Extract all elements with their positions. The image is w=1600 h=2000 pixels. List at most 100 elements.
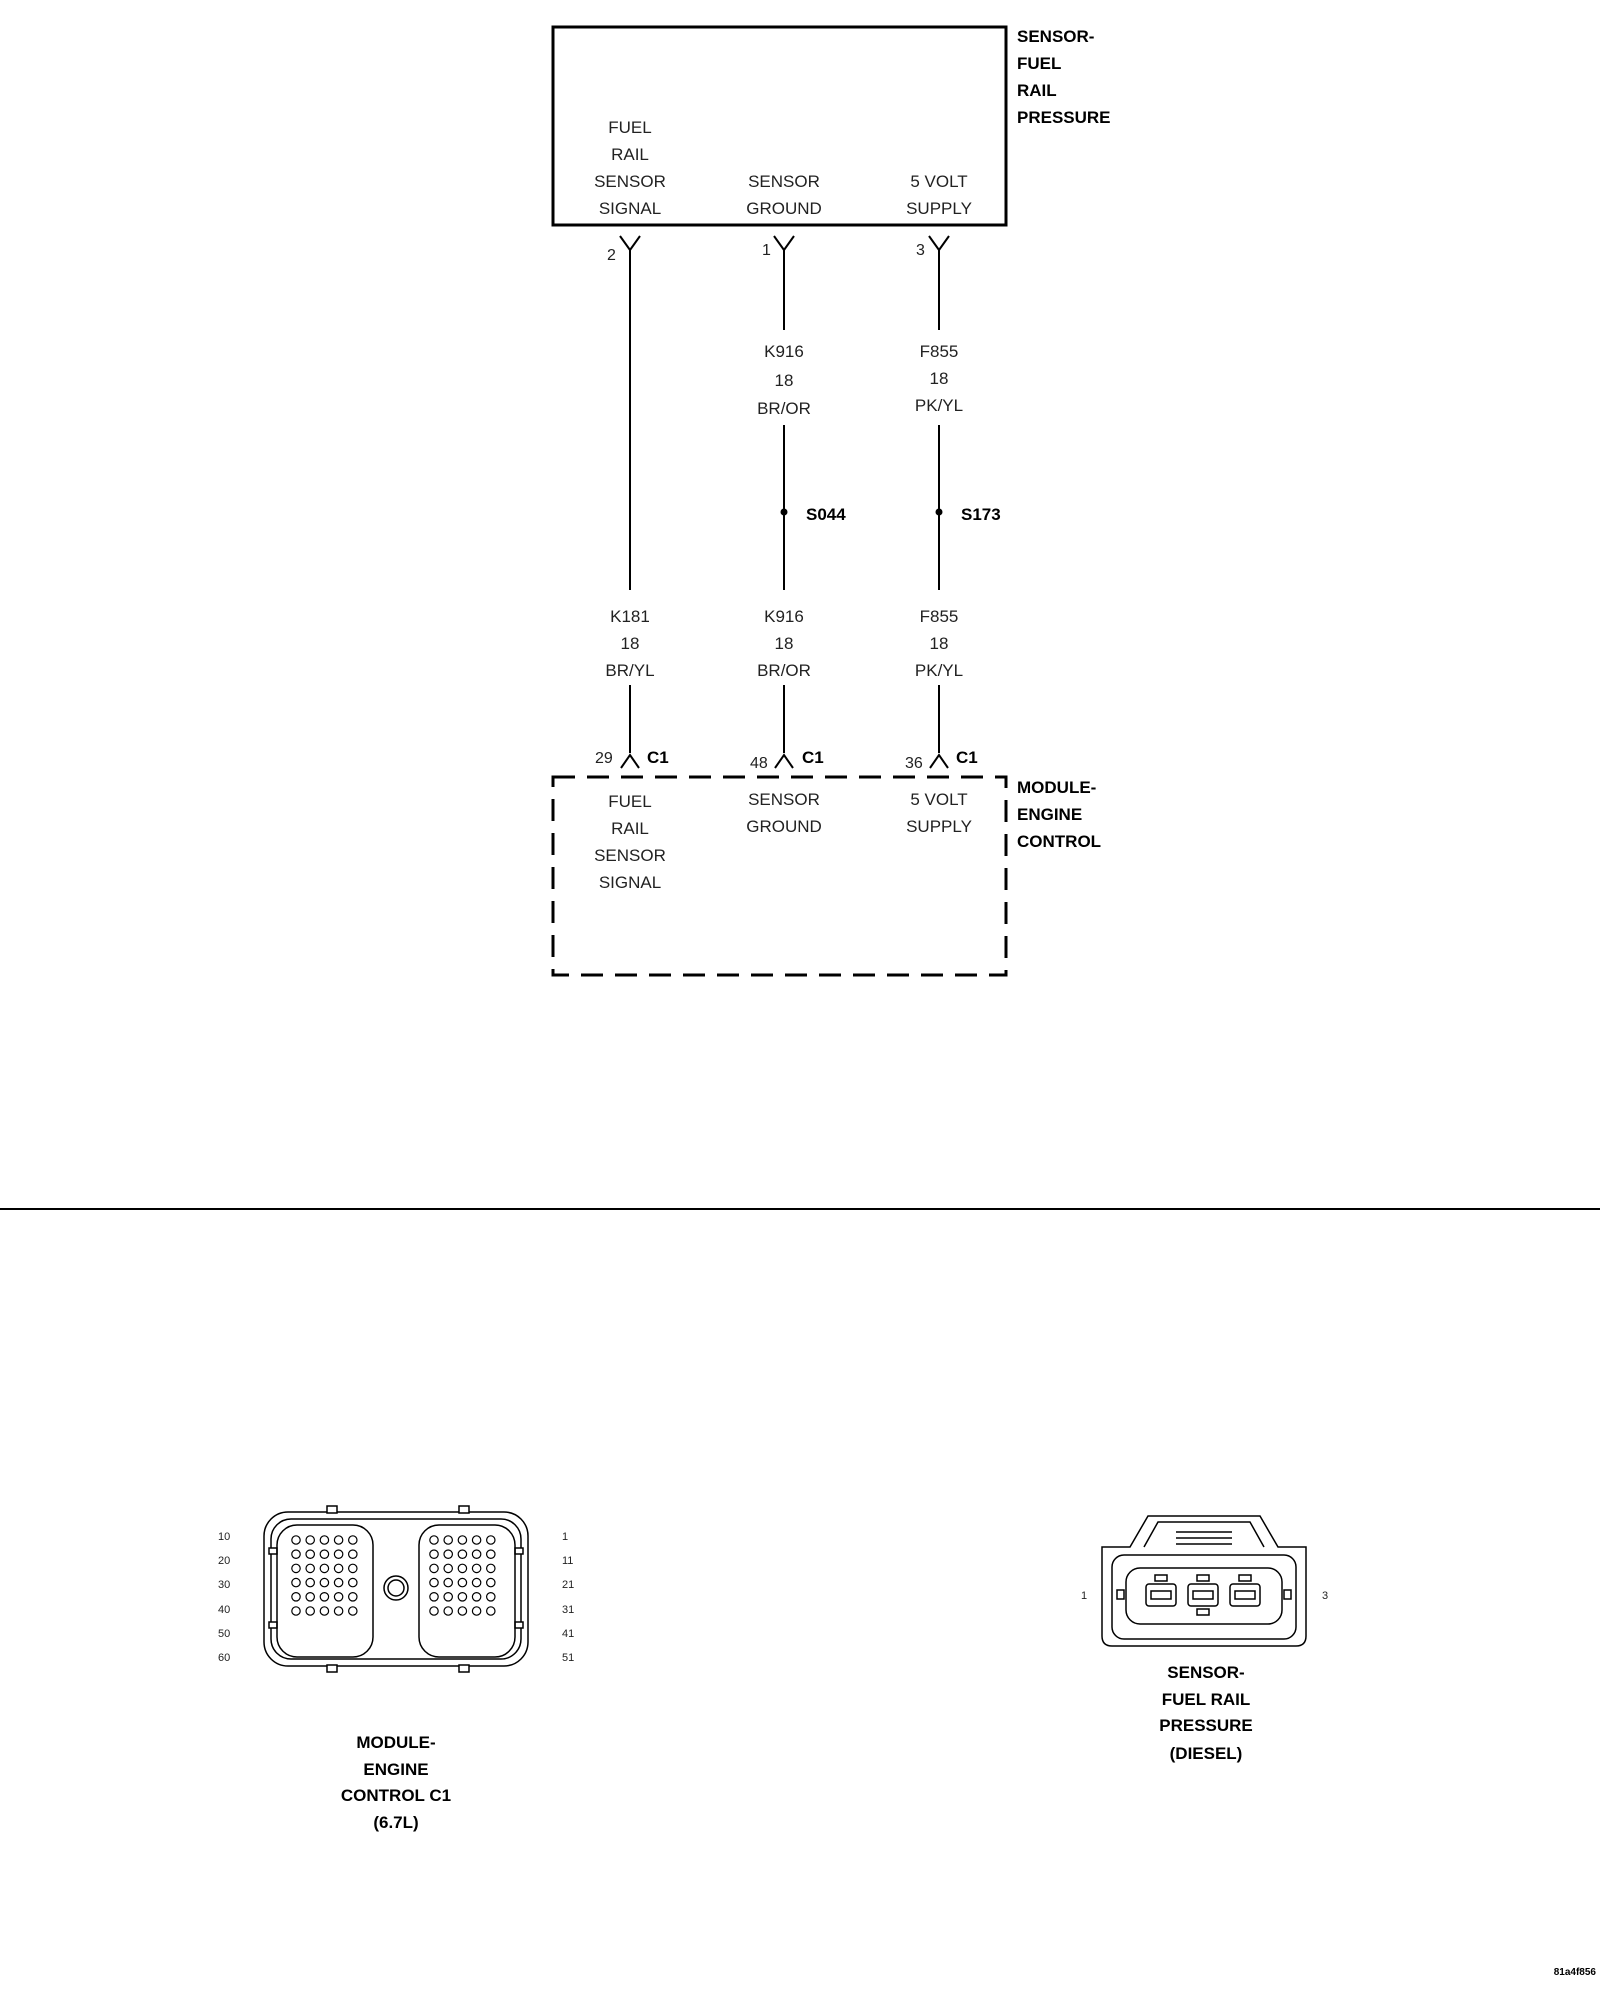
module-pin-number-29: 29 [595,750,613,767]
sensor-connector [1101,1515,1307,1647]
wire-k916-circuit: K916 [764,342,804,361]
terminal-symbol [774,753,794,769]
module-pin48-label-2: GROUND [746,817,822,836]
sensor-box [551,25,1008,227]
pin-cavity [291,1549,301,1559]
module-title-line-2: ENGINE [1017,805,1082,824]
wire-f855-circuit: F855 [920,342,959,361]
wire-f855-lower-gauge: 18 [930,634,949,653]
wire-k916-color: BR/OR [757,399,811,418]
pin-cavity [485,1577,496,1588]
pin-cavity [457,1549,468,1559]
pin-cavity [291,1577,301,1588]
pin-cavity [319,1592,330,1602]
pin-cavity [291,1592,301,1602]
pin-cavity [443,1549,453,1559]
pcm-caption-line-1: MODULE- [356,1733,435,1752]
sensor-title-line-1: SENSOR- [1017,27,1094,46]
module-pin-number-36: 36 [905,755,923,772]
pin-cavity [471,1563,482,1574]
pin-cavity [333,1577,344,1588]
sensor-connector-pin-1: 1 [1081,1590,1087,1602]
pin-cavity [291,1535,301,1545]
splice-dot-s173 [935,508,943,516]
pin-cavity [471,1535,482,1545]
module-pin-number-48: 48 [750,755,768,772]
sensor-caption-line-1: SENSOR- [1167,1663,1244,1682]
pcm-row-label-50: 50 [218,1628,230,1640]
pin-cavity [305,1535,315,1545]
pin-cavity [347,1549,358,1559]
pcm-row-label-51: 51 [562,1652,574,1664]
pcm-row-label-60: 60 [218,1652,230,1664]
wire-f855-lower-circuit: F855 [920,607,959,626]
pin-cavity [429,1606,439,1616]
sensor-caption-line-4: (DIESEL) [1170,1744,1243,1763]
module-pin-connector-48: C1 [802,748,824,767]
module-pin29-label-2: RAIL [611,819,649,838]
wire-k916-lower-color: BR/OR [757,661,811,680]
pin-cavity [443,1606,453,1616]
sensor-pin1-label-2: GROUND [746,199,822,218]
sensor-pin2-label-3: SENSOR [594,172,666,191]
pin-cavity [471,1577,482,1588]
module-pin29-label-1: FUEL [608,792,651,811]
pin-cavity [347,1577,358,1588]
pcm-row-label-11: 11 [562,1555,573,1567]
pcm-caption-line-4: (6.7L) [373,1813,418,1832]
pin-cavity [485,1606,496,1616]
pin-cavity [319,1549,330,1559]
pin-cavity [319,1577,330,1588]
pin-cavity [457,1592,468,1602]
sensor-pin3-label-1: 5 VOLT [910,172,967,191]
wire-k916-lower-circuit: K916 [764,607,804,626]
wire-k916-lower-gauge: 18 [775,634,794,653]
sensor-pin2-label-2: RAIL [611,145,649,164]
pcm-row-label-31: 31 [562,1604,574,1616]
pin-cavity [457,1577,468,1588]
pcm-pin-holes [291,1535,496,1616]
pin-cavity [319,1535,330,1545]
module-title-line-1: MODULE- [1017,778,1096,797]
pin-cavity [443,1592,453,1602]
pcm-caption-line-3: CONTROL C1 [341,1786,451,1805]
pcm-row-label-30: 30 [218,1579,230,1591]
module-title-line-3: CONTROL [1017,832,1101,851]
wire-f855-gauge: 18 [930,369,949,388]
pin-cavity [471,1549,482,1559]
terminal-symbol [929,753,949,769]
sensor-pin-number-3: 3 [916,242,925,259]
pin-cavity [347,1606,358,1616]
module-box [551,775,1008,977]
pin-cavity [429,1535,439,1545]
pin-cavity [443,1577,453,1588]
module-pin36-label-2: SUPPLY [906,817,972,836]
wire-f855-color: PK/YL [915,396,963,415]
pin-cavity [471,1592,482,1602]
pin-cavity [333,1592,344,1602]
sensor-pin2-label-1: FUEL [608,118,651,137]
pin-cavity [347,1535,358,1545]
pin-cavity [429,1549,439,1559]
pin-cavity [333,1606,344,1616]
module-pin-connector-29: C1 [647,748,669,767]
pin-cavity [485,1535,496,1545]
pin-cavity [443,1535,453,1545]
module-pin48-label-1: SENSOR [748,790,820,809]
wire-k181-color: BR/YL [605,661,654,680]
module-pin29-label-4: SIGNAL [599,873,661,892]
pcm-row-label-41: 41 [562,1628,574,1640]
pin-cavity [429,1563,439,1574]
wire-f855-lower-color: PK/YL [915,661,963,680]
sensor-pin3-label-2: SUPPLY [906,199,972,218]
pin-cavity [347,1563,358,1574]
pcm-row-label-40: 40 [218,1604,230,1616]
sensor-pin2-label-4: SIGNAL [599,199,661,218]
pin-cavity [457,1535,468,1545]
pin-cavity [333,1535,344,1545]
pin-cavity [305,1549,315,1559]
sensor-connector-pin-3: 3 [1322,1590,1328,1602]
pcm-row-label-21: 21 [562,1579,574,1591]
pcm-row-label-1: 1 [562,1531,568,1543]
